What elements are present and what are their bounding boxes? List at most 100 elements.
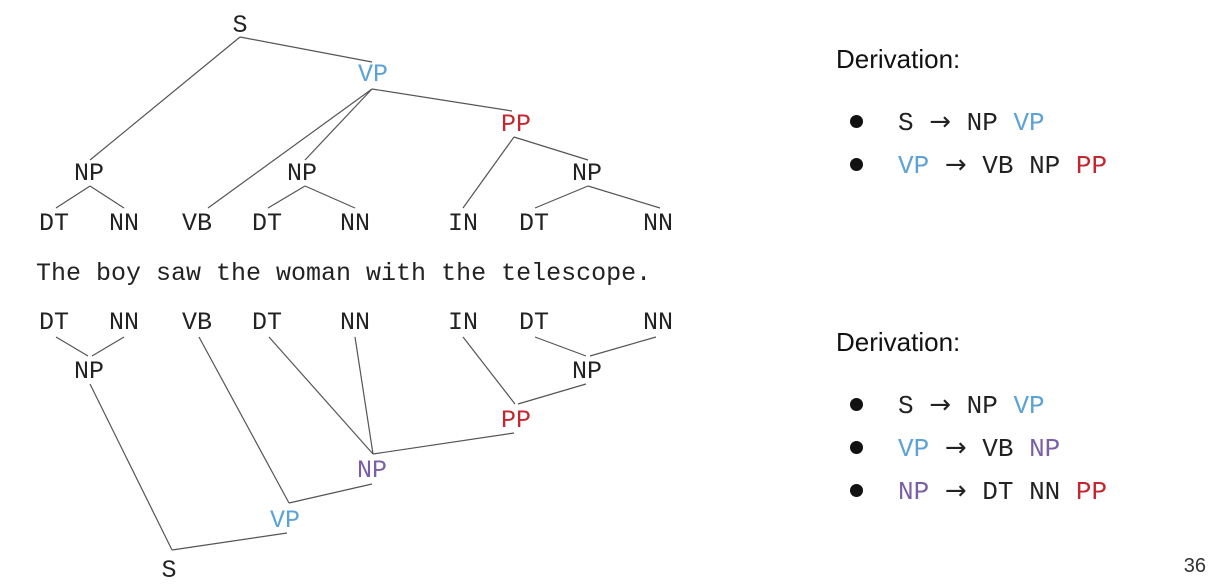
tag-top: NN <box>109 209 139 238</box>
edge-pp-in <box>462 136 515 209</box>
bullet-icon <box>850 115 863 128</box>
arrow-icon: → <box>944 150 967 180</box>
bottom-node-pp: PP <box>501 406 531 435</box>
top-node-vp: VP <box>358 60 388 89</box>
top-node-np-subject: NP <box>74 159 104 188</box>
edge-np-dt-1 <box>55 185 91 209</box>
edge-np-dt-3 <box>534 185 589 209</box>
derivation-rule: VP → VB NP PP <box>836 144 1107 187</box>
edge-b-nn3-np <box>589 336 657 357</box>
edge-b-nn1-np <box>91 336 125 357</box>
rule-lhs: VP <box>898 151 930 181</box>
rule-text: VP → VB NP PP <box>898 144 1107 188</box>
rule-rhs-symbol: NP <box>1029 434 1061 464</box>
derivation-rule: S → NP VP <box>836 384 1045 427</box>
derivation-panel-bottom: Derivation: S → NP VP VP → VB NP NP → DT… <box>836 327 1107 513</box>
tag-top: DT <box>252 209 282 238</box>
rule-rhs-symbol: PP <box>1075 477 1108 507</box>
arrow-icon: → <box>929 107 952 137</box>
derivation-rule: S → NP VP <box>836 101 1045 144</box>
rule-rhs-symbol: VP <box>1013 391 1045 421</box>
bottom-node-np-pp: NP <box>572 357 602 386</box>
bottom-tree-labels: NP NP PP NP VP S <box>74 357 602 584</box>
rule-lhs: S <box>898 391 914 421</box>
rule-rhs-symbol: NP <box>1029 151 1061 181</box>
tag-bottom: NN <box>340 308 370 337</box>
rule-rhs-symbol: NP <box>966 108 998 138</box>
bottom-node-np-subject: NP <box>74 357 104 386</box>
page-number: 36 <box>1183 555 1206 577</box>
tag-bottom: DT <box>519 308 549 337</box>
rule-rhs-symbol: PP <box>1075 151 1108 181</box>
rule-rhs-symbol: NP <box>966 391 998 421</box>
derivation-title: Derivation: <box>836 327 961 357</box>
edge-vp-vb <box>207 88 373 209</box>
arrow-icon: → <box>944 476 967 506</box>
edge-b-vb-vp <box>198 336 290 504</box>
bullet-icon <box>850 398 863 411</box>
tag-bottom: IN <box>448 308 478 337</box>
rule-rhs-symbol: DT <box>982 477 1014 507</box>
top-node-s: S <box>232 11 247 40</box>
bullet-icon <box>850 484 863 497</box>
bottom-node-s: S <box>161 556 176 584</box>
tag-bottom: DT <box>39 308 69 337</box>
top-tree-edges <box>55 36 661 209</box>
edge-b-dt2-np <box>268 336 374 455</box>
edge-vp-np <box>304 88 373 161</box>
rule-rhs-symbol: VB <box>982 434 1014 464</box>
edge-b-vp-s <box>171 532 288 551</box>
sentence: The boy saw the woman with the telescope… <box>36 259 651 288</box>
top-node-pp: PP <box>501 110 531 139</box>
edge-b-nn2-np <box>354 336 374 455</box>
edge-np-dt-2 <box>267 185 306 209</box>
rule-lhs: VP <box>898 434 930 464</box>
edge-s-np <box>89 36 241 161</box>
tag-bottom: DT <box>252 308 282 337</box>
tag-top: IN <box>448 209 478 238</box>
tag-top: DT <box>519 209 549 238</box>
edge-b-np-s <box>89 383 173 551</box>
top-tree-labels: S VP PP NP NP NP <box>74 11 602 188</box>
bottom-node-vp: VP <box>270 506 300 535</box>
derivation-rule: NP → DT NN PP <box>836 470 1107 513</box>
tag-row-top: DT NN VB DT NN IN DT NN <box>39 209 673 238</box>
rule-text: S → NP VP <box>898 384 1045 428</box>
rule-lhs: NP <box>898 477 930 507</box>
edge-s-vp <box>239 36 373 63</box>
tag-top: VB <box>182 209 212 238</box>
edge-np-nn-3 <box>587 185 661 209</box>
edge-b-dt1-np <box>55 336 89 357</box>
rule-rhs-symbol: NN <box>1029 477 1061 507</box>
bullet-icon <box>850 441 863 454</box>
rule-lhs: S <box>898 108 914 138</box>
derivation-title: Derivation: <box>836 44 961 74</box>
edge-b-np-vp <box>288 483 373 504</box>
edge-b-dt3-np <box>534 336 587 357</box>
arrow-icon: → <box>944 433 967 463</box>
rule-rhs-symbol: VP <box>1013 108 1045 138</box>
tag-top: NN <box>340 209 370 238</box>
top-node-np-object: NP <box>287 159 317 188</box>
tag-top: DT <box>39 209 69 238</box>
tag-bottom: NN <box>643 308 673 337</box>
tag-row-bottom: DT NN VB DT NN IN DT NN <box>39 308 673 337</box>
edge-np-nn-2 <box>304 185 356 209</box>
derivation-panel-top: Derivation: S → NP VP VP → VB NP PP <box>836 44 1107 187</box>
tag-bottom: NN <box>109 308 139 337</box>
rule-text: S → NP VP <box>898 101 1045 145</box>
bullet-icon <box>850 158 863 171</box>
parse-trees-diagram: S VP PP NP NP NP DT NN VB DT NN IN DT NN… <box>36 11 673 584</box>
bottom-node-np-object: NP <box>357 456 387 485</box>
edge-np-nn-1 <box>89 185 125 209</box>
edge-vp-pp <box>371 88 513 112</box>
rule-text: VP → VB NP <box>898 427 1060 471</box>
edge-b-in-pp <box>462 336 516 405</box>
tag-top: NN <box>643 209 673 238</box>
edge-b-pp-np <box>372 432 515 455</box>
tag-bottom: VB <box>182 308 212 337</box>
arrow-icon: → <box>929 390 952 420</box>
derivation-rule: VP → VB NP <box>836 427 1060 470</box>
edge-pp-np <box>513 136 589 161</box>
rule-rhs-symbol: VB <box>982 151 1014 181</box>
